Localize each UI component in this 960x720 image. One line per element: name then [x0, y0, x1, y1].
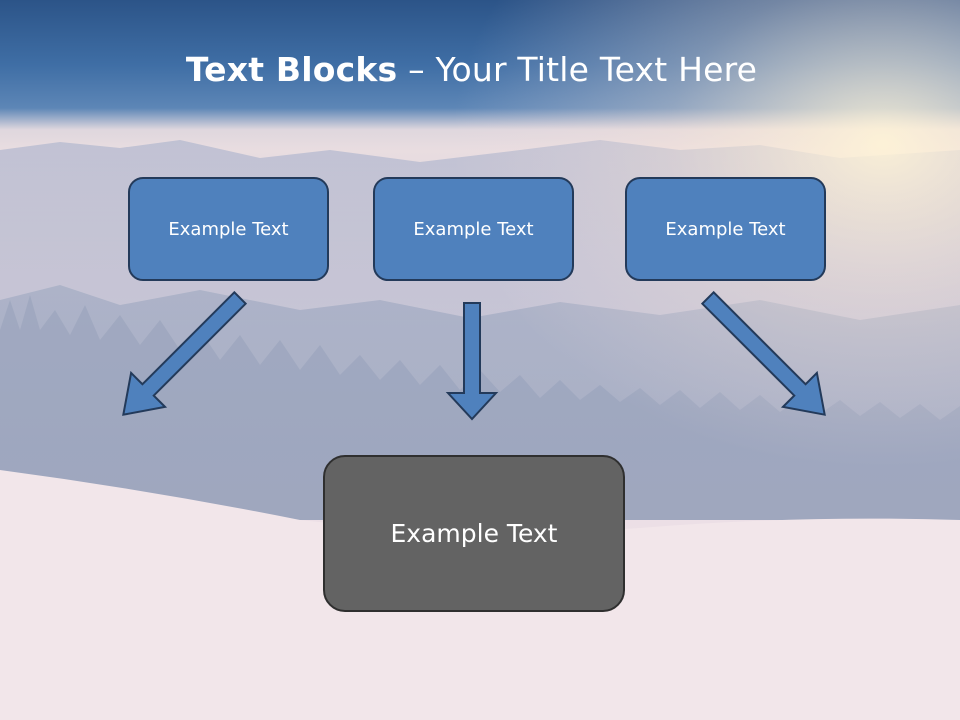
- title-separator: –: [397, 50, 436, 89]
- slide-title: Text Blocks – Your Title Text Here: [0, 50, 943, 89]
- main-text-block[interactable]: Example Text: [323, 455, 625, 612]
- title-subtext: Your Title Text Here: [435, 50, 758, 89]
- text-block-3-label: Example Text: [665, 218, 786, 240]
- text-block-2-label: Example Text: [413, 218, 534, 240]
- arrow-right-diagonal-icon: [700, 290, 826, 416]
- title-bold-text: Text Blocks: [185, 50, 398, 89]
- text-block-1-label: Example Text: [168, 218, 289, 240]
- main-text-block-label: Example Text: [390, 519, 558, 548]
- text-block-2[interactable]: Example Text: [373, 177, 574, 281]
- arrow-down-icon: [445, 302, 499, 421]
- arrow-left-diagonal-icon: [122, 290, 248, 416]
- text-block-1[interactable]: Example Text: [128, 177, 329, 281]
- text-block-3[interactable]: Example Text: [625, 177, 826, 281]
